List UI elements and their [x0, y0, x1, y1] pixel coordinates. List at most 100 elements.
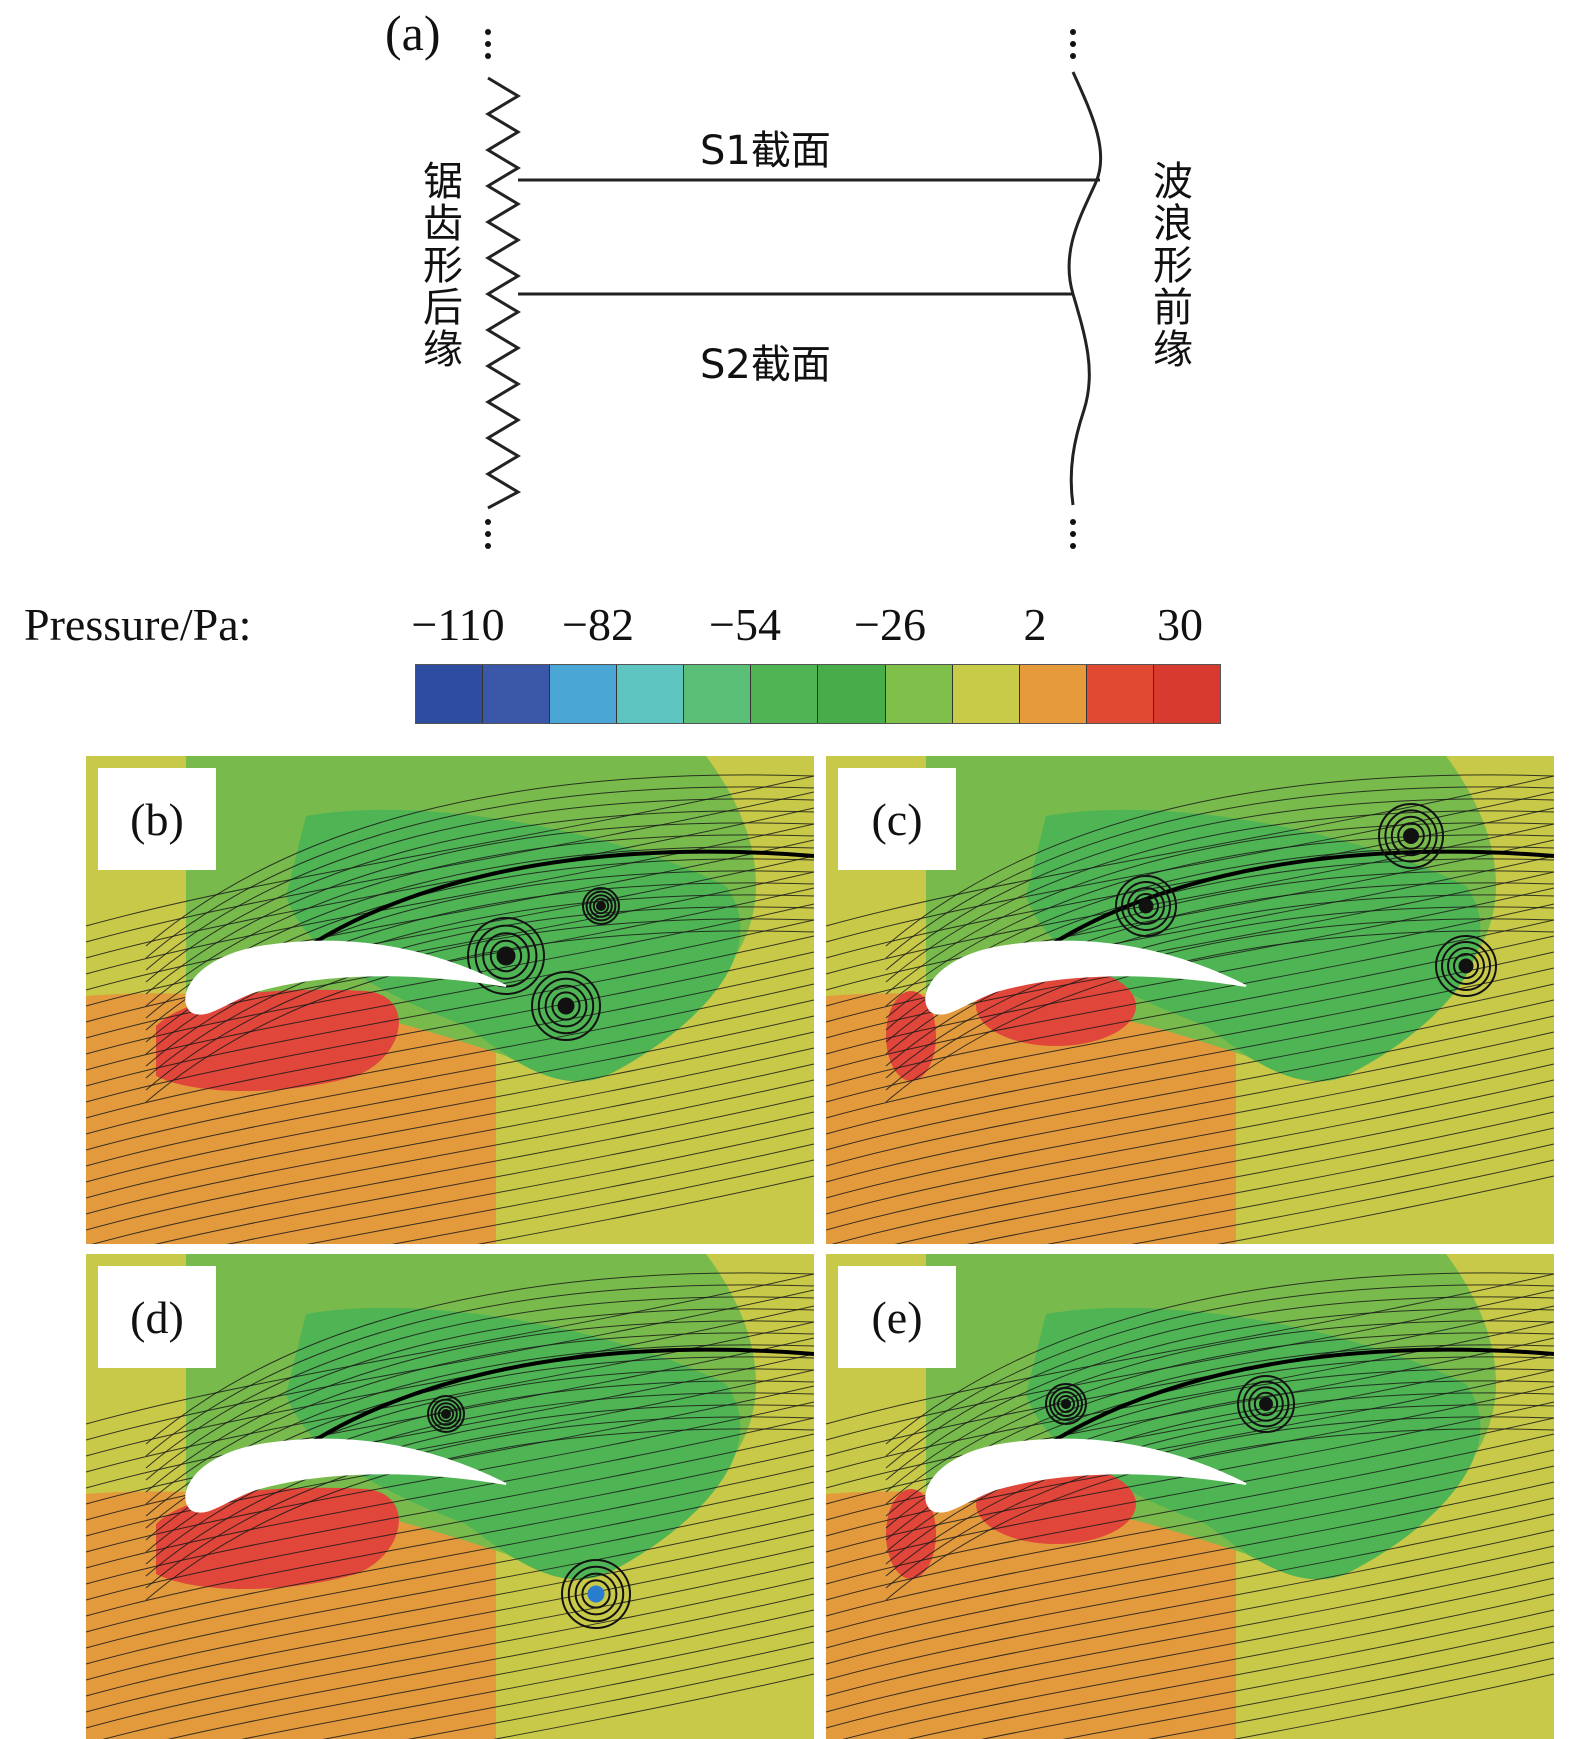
vortex-core [496, 946, 516, 966]
low-pressure-region [286, 1307, 741, 1580]
colorbar-segment [550, 665, 618, 723]
colorbar-segment [684, 665, 752, 723]
wavy-leading-edge-label: 波浪形前缘 [1146, 160, 1192, 370]
vortex-ring [430, 1398, 462, 1430]
vortex-ring [531, 971, 601, 1041]
serrated-trailing-edge-label: 锯齿形后缘 [416, 160, 462, 370]
vortex-ring [1441, 941, 1491, 991]
vortex-ring [582, 887, 620, 925]
colorbar-segment [1019, 665, 1087, 723]
colorbar-segment [1086, 665, 1154, 723]
vortex-core [1458, 958, 1474, 974]
vortex-ring [551, 991, 581, 1021]
vortex-ring [427, 1395, 465, 1433]
panel-c [826, 756, 1554, 1244]
vortex-ring [1115, 875, 1177, 937]
vortex-ring [1248, 1386, 1284, 1422]
colorbar-segment [952, 665, 1020, 723]
colorbar-title: Pressure/Pa: [24, 599, 252, 650]
colorbar-segment [617, 665, 685, 723]
vortex-cores [1045, 1375, 1295, 1433]
vortex-ring [1045, 1383, 1087, 1425]
colorbar-tick-0: −110 [411, 599, 505, 650]
airfoil [925, 1438, 1247, 1513]
airfoil [925, 940, 1247, 1015]
panel-a-tag: (a) [385, 5, 441, 61]
s1-section-label: S1截面 [700, 128, 831, 174]
colorbar-segment [751, 665, 819, 723]
panel-e [826, 1254, 1554, 1739]
vortex-ring [1057, 1395, 1075, 1413]
vortex-ring [1435, 935, 1497, 997]
pressure-field-e [826, 1254, 1554, 1739]
panel-d-tag: (d) [98, 1266, 216, 1368]
airfoil [185, 1438, 507, 1513]
colorbar-tick-5: 30 [1157, 599, 1203, 650]
vortex-ring [581, 1579, 611, 1609]
colorbar [415, 664, 1221, 724]
vortex-ring [1453, 953, 1479, 979]
vortex-cores [427, 1395, 631, 1629]
ellipsis-top-left [485, 29, 491, 59]
low-pressure-region [1026, 809, 1481, 1082]
vortex-ring [434, 1402, 458, 1426]
s2-section-label: S2截面 [700, 342, 831, 388]
ellipsis-top-right [1070, 29, 1076, 59]
vortex-ring [1127, 887, 1165, 925]
panel-d [86, 1254, 814, 1739]
panel-c-tag: (c) [838, 768, 956, 870]
vortex-ring [1121, 881, 1171, 931]
vortex-ring [1378, 803, 1444, 869]
vortex-ring [1237, 1375, 1295, 1433]
vortex-ring [537, 977, 595, 1035]
vortex-ring [437, 1405, 455, 1423]
vortex-ring [482, 932, 530, 980]
colorbar-tick-1: −82 [562, 599, 634, 650]
vortex-ring [1242, 1380, 1290, 1428]
low-pressure-region [286, 809, 741, 1082]
wavy-leading-edge [1067, 71, 1103, 506]
vortex-ring [467, 917, 545, 995]
pressure-field-d [86, 1254, 814, 1739]
airfoil [185, 940, 507, 1015]
colorbar-segment [885, 665, 953, 723]
vortex-ring [1390, 815, 1432, 857]
colorbar-segment [818, 665, 886, 723]
colorbar-segment [1153, 665, 1220, 723]
vortex-ring [1397, 822, 1425, 850]
vortex-ring [561, 1559, 631, 1629]
colorbar-tick-4: 2 [1023, 599, 1047, 650]
vortex-ring [592, 897, 610, 915]
vortex-ring [1253, 1391, 1279, 1417]
colorbar-segment [483, 665, 551, 723]
vortex-ring [567, 1565, 625, 1623]
vortex-core [1403, 828, 1419, 844]
panel-e-tag: (e) [838, 1266, 956, 1368]
vortex-ring [1447, 947, 1485, 985]
vortex-ring [1049, 1387, 1083, 1421]
schematic-diagram [485, 29, 1103, 549]
low-pressure-region [1026, 1307, 1481, 1580]
vortex-ring [1053, 1391, 1079, 1417]
ellipsis-bottom-right [1070, 519, 1076, 549]
vortex-ring [585, 890, 617, 922]
ellipsis-bottom-left [485, 519, 491, 549]
vortex-cores [1115, 803, 1497, 997]
colorbar-tick-3: −26 [854, 599, 926, 650]
vortex-ring [489, 939, 523, 973]
vortex-core [596, 901, 606, 911]
vortex-core [441, 1409, 451, 1419]
colorbar-segment [416, 665, 484, 723]
vortex-core [1138, 898, 1154, 914]
panel-b-tag: (b) [98, 768, 216, 870]
vortex-ring [1384, 809, 1438, 863]
serrated-trailing-edge [485, 76, 522, 510]
vortex-core [1061, 1399, 1071, 1409]
vortex-ring [589, 894, 613, 918]
pressure-field-c [826, 756, 1554, 1244]
vortex-core [1259, 1397, 1273, 1411]
vortex-core [587, 1585, 605, 1603]
vortex-ring [544, 984, 588, 1028]
colorbar-tick-2: −54 [709, 599, 781, 650]
vortex-ring [1133, 893, 1159, 919]
